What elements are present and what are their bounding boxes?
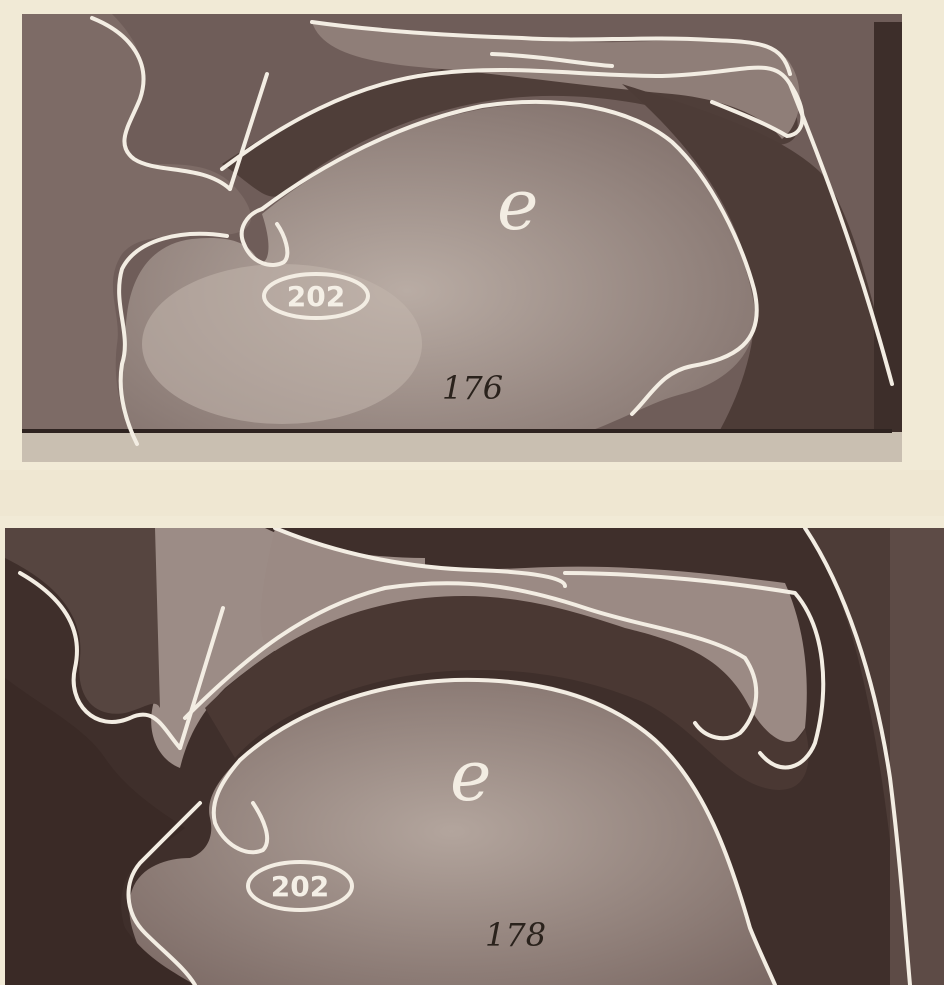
plate-bottom-drawing: 202 e 178 — [5, 528, 944, 985]
plate-number: 176 — [442, 369, 503, 407]
x-ray-tracing-plate-bottom: 202 e 178 — [5, 528, 944, 985]
page-gap — [0, 470, 944, 516]
plate-bottom-line — [22, 429, 892, 433]
vowel-label: e — [497, 164, 538, 246]
plate-edge-strip — [890, 528, 944, 985]
plate-bottom-margin — [22, 432, 902, 462]
vowel-label: e — [450, 735, 491, 817]
x-ray-tracing-plate-top: 202 e 176 — [22, 14, 902, 462]
plate-top-drawing: 202 e 176 — [22, 14, 902, 462]
code-label: 202 — [287, 280, 345, 313]
plate-number: 178 — [485, 916, 546, 954]
jaw-highlight — [142, 264, 422, 424]
plate-edge-strip — [874, 22, 902, 442]
code-label: 202 — [271, 870, 329, 903]
